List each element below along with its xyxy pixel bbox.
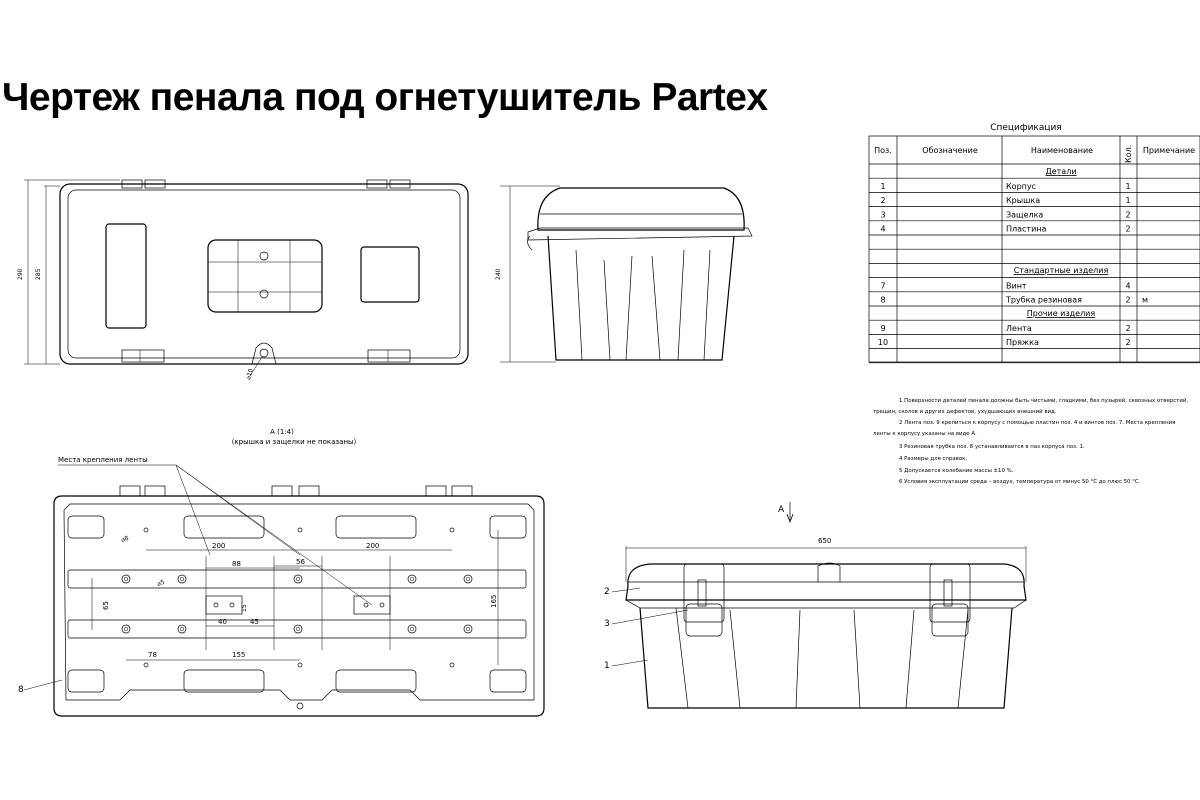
hole-label-8: ⌀8 [120,535,130,544]
spec-cell-qty: 1 [1125,196,1130,205]
spec-cell-name: Корпус [1006,182,1036,191]
spec-cell-pos: 10 [878,338,888,347]
top-view: ⌀10 290 285 [17,179,469,381]
spec-cell-pos: 4 [880,225,885,234]
callout-3: 3 [604,619,610,629]
bolt-center [123,576,129,582]
dim-155: 155 [232,651,245,659]
dim-285: 285 [35,268,42,280]
dim-165: 165 [490,595,498,608]
bolt-hole [177,574,187,584]
spec-section-standard: Стандартные изделия [1014,266,1109,275]
spec-cell-name: Пряжка [1006,338,1039,347]
bolt-hole [407,624,417,634]
callout-1: 1 [604,661,610,671]
note-1a: 1 Поверхности деталей пенала должны быть… [899,398,1189,404]
bolt-center [295,626,301,632]
spec-cell-qty: 2 [1125,225,1130,234]
spec-cell-qty: 2 [1125,210,1130,219]
bolt-center [409,576,415,582]
strap-mounts-label: Места крепления ленты [58,456,148,464]
note-6: 6 Условия эксплуатации среда – воздух, т… [899,479,1141,485]
bolt-hole [121,574,131,584]
spec-cell-pos: 2 [880,196,885,205]
bolt-center [409,626,415,632]
bolt-center [179,626,185,632]
dim-45: 45 [250,618,259,626]
spec-section-other: Прочие изделия [1027,309,1096,318]
callout-8: 8 [18,685,24,695]
callout-2: 2 [604,587,610,597]
note-3: 3 Резиновая трубка поз. 8 устанавливаетс… [899,444,1085,450]
spec-header-pos: Поз. [874,146,892,155]
spec-cell-note: м [1142,296,1148,305]
spec-section-details: Детали [1045,167,1076,176]
dim-65: 65 [102,601,110,610]
bolt-hole [177,624,187,634]
dim-15: 15 [241,604,248,612]
hole-label-5: ⌀5 [156,579,166,588]
spec-header-qty: Кол. [1124,145,1133,163]
dim-78: 78 [148,651,157,659]
note-1b: трещин, сколов и других дефектов, ухудша… [873,409,1057,415]
page-title: Чертеж пенала под огнетушитель Partex [2,76,768,119]
bolt-hole [463,624,473,634]
spec-caption: Спецификация [990,123,1062,133]
spec-cell-name: Трубка резиновая [1005,296,1082,305]
spec-cell-qty: 1 [1125,182,1130,191]
section-view-a: А (1:4) (крышка и защелки не показаны) М… [18,428,545,717]
bolt-center [179,576,185,582]
dim-650: 650 [818,537,831,545]
spec-cell-qty: 2 [1125,338,1130,347]
note-4: 4 Размеры для справок. [899,456,968,462]
section-title: А (1:4) [270,428,294,436]
spec-cell-pos: 9 [880,324,885,333]
bolt-center [465,626,471,632]
spec-table-grid [868,135,1200,364]
spec-cell-name: Винт [1006,281,1027,290]
spec-cell-name: Защелка [1006,210,1043,219]
bolt-hole [407,574,417,584]
bolt-center [465,576,471,582]
spec-cell-pos: 8 [880,296,885,305]
dim-56: 56 [296,558,305,566]
section-subtitle: (крышка и защелки не показаны) [232,438,357,446]
spec-header-name: Наименование [1031,146,1093,155]
dim-240: 240 [495,268,502,280]
note-2a: 2 Лента поз. 9 крепиться к корпусу с пом… [899,420,1176,426]
spec-cell-pos: 1 [880,182,885,191]
spec-cell-name: Крышка [1006,196,1040,205]
padlock-hole [259,348,269,358]
dim-40: 40 [218,618,227,626]
spec-cell-name: Лента [1006,324,1032,333]
side-view: 240 [495,185,753,363]
bolt-hole [463,574,473,584]
spec-cell-name: Пластина [1006,225,1047,234]
hole-diameter-label: ⌀10 [245,368,255,381]
spec-cell-pos: 7 [880,281,885,290]
spec-table: Спецификация Поз. Обозначение Наименован… [874,123,1195,347]
bolt-hole [293,624,303,634]
dim-200-right: 200 [366,542,379,550]
front-view: А 650 2 3 1 [604,502,1027,709]
dim-88: 88 [232,560,241,568]
spec-cell-pos: 3 [880,210,885,219]
spec-cell-qty: 2 [1125,324,1130,333]
dim-200-left: 200 [212,542,225,550]
spec-header-note: Примечание [1143,146,1195,155]
spec-cell-qty: 4 [1125,281,1130,290]
note-2b: ленты к корпусу указаны на виде А. [873,431,977,437]
spec-cell-qty: 2 [1125,296,1130,305]
note-5: 5 Допускается колебание массы ±10 %. [899,468,1014,474]
bolt-center [295,576,301,582]
bolt-hole [293,574,303,584]
spec-header-designation: Обозначение [922,146,978,155]
bolt-center [123,626,129,632]
dim-290: 290 [17,268,24,280]
view-arrow-label: А [778,505,785,515]
bolt-hole [121,624,131,634]
